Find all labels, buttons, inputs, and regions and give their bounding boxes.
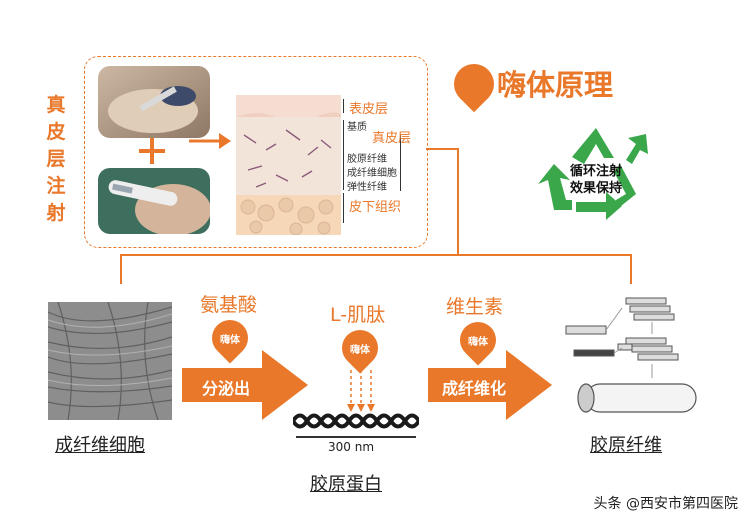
dermis-injection-box — [84, 56, 428, 248]
scale-bar — [296, 436, 416, 438]
dashed-down-arrows — [347, 370, 375, 412]
collagen-protein-bottom-label: 胶原蛋白 — [310, 474, 382, 495]
connector-top — [426, 148, 459, 150]
amino-acid-label: 氨基酸 — [200, 294, 258, 316]
matrix-label: 基质 — [347, 122, 367, 133]
title-pin-icon — [445, 55, 503, 113]
fibroblast-bottom-label: 成纤维细胞 — [55, 435, 145, 456]
collagen-helix-image — [293, 413, 419, 429]
pin-marker-3: 嗨体 — [452, 314, 504, 366]
injector-device-photo — [98, 168, 210, 234]
scale-label: 300 nm — [328, 440, 375, 454]
elastic-fiber-label: 弹性纤维 — [347, 182, 387, 193]
connector-right-drop — [630, 254, 632, 284]
dermis-injection-label: 真皮层注射 — [46, 94, 66, 224]
pin-marker-2: 嗨体 — [334, 322, 386, 374]
connector-down — [457, 148, 459, 256]
secrete-arrow-label: 分泌出 — [202, 379, 251, 398]
vitamin-label: 维生素 — [446, 296, 504, 318]
plus-icon — [139, 138, 165, 164]
recycle-text-line1: 循环注射 — [569, 164, 622, 179]
fibroblast-label: 成纤维细胞 — [347, 168, 397, 179]
collagen-fiber-bottom-label: 胶原纤维 — [590, 435, 662, 456]
subcutaneous-label: 皮下组织 — [349, 200, 402, 215]
pin-marker-1: 嗨体 — [204, 312, 256, 364]
dermis-label: 真皮层 — [372, 131, 412, 146]
watermark: 头条 @西安市第四医院 — [593, 496, 738, 512]
pin-3-label: 嗨体 — [468, 337, 488, 348]
page-title: 嗨体原理 — [497, 68, 614, 102]
fibrillization-arrow-label: 成纤维化 — [442, 379, 507, 398]
secrete-arrow — [182, 350, 308, 420]
recycle-icon — [538, 128, 648, 220]
epidermis-label: 表皮层 — [349, 102, 389, 117]
recycle-text: 循环注射 效果保持 — [556, 163, 636, 197]
pin-1-label: 嗨体 — [220, 335, 240, 346]
connector-horizontal — [120, 254, 632, 256]
l-carnosine-label: L-肌肽 — [330, 304, 386, 326]
collagen-fiber-label: 胶原纤维 — [347, 154, 387, 165]
pin-2-label: 嗨体 — [350, 345, 370, 356]
injection-photo — [98, 66, 210, 138]
recycle-text-line2: 效果保持 — [569, 181, 622, 196]
connector-left-drop — [120, 254, 122, 284]
skin-cross-section — [236, 95, 341, 236]
right-arrow-icon — [189, 133, 231, 149]
fibroblast-micrograph — [47, 301, 173, 421]
collagen-fiber-diagram — [565, 297, 697, 413]
fibrillization-arrow — [428, 350, 552, 420]
